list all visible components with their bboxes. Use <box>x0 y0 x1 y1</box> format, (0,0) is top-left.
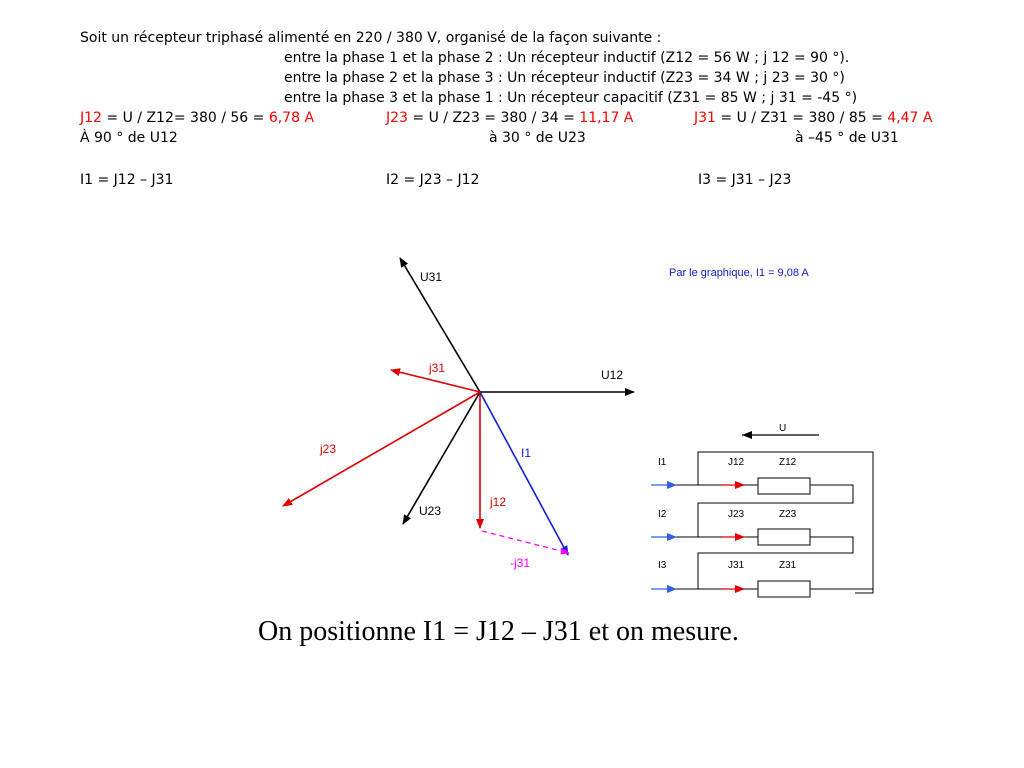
circuit-row1-line: I1 <box>658 457 667 468</box>
label-u12: U12 <box>601 368 624 382</box>
circuit-row3-line: I3 <box>658 560 667 571</box>
receiver-line-3: entre la phase 3 et la phase 1 : Un réce… <box>284 90 858 106</box>
label-neg-j31: -j31 <box>510 556 531 570</box>
vector-u23 <box>402 391 481 525</box>
vector-j23 <box>282 391 481 507</box>
circuit-row1-impedance: Z12 <box>779 457 797 468</box>
u-arrowhead <box>742 431 752 439</box>
impedance-z12 <box>757 477 811 495</box>
j31-result: 4,47 A <box>887 110 933 126</box>
circuit-row3-current: J31 <box>728 560 745 571</box>
equation-i2: I2 = J23 – J12 <box>386 172 480 188</box>
angle-j12: À 90 ° de U12 <box>80 130 178 146</box>
j12-name: J12 <box>80 110 102 126</box>
j12-result: 6,78 A <box>268 110 315 126</box>
label-j12: j12 <box>490 495 507 509</box>
angle-j31: à –45 ° de U31 <box>795 130 899 146</box>
vector-neg-j31 <box>481 530 570 555</box>
angle-j23: à 30 ° de U23 <box>489 130 586 146</box>
receiver-line-2: entre la phase 2 et la phase 3 : Un réce… <box>284 70 845 86</box>
circuit-row2-line: I2 <box>658 509 667 520</box>
vector-j31 <box>390 368 481 393</box>
j12-formula: = U / Z12= 380 / 56 = <box>101 110 269 126</box>
wire-top <box>697 451 874 594</box>
calc-j23: J23 = U / Z23 = 380 / 34 = 11,17 A <box>386 108 633 128</box>
label-u31: U31 <box>420 270 443 284</box>
j31-formula: = U / Z31 = 380 / 85 = <box>715 110 888 126</box>
intro-text: Soit un récepteur triphasé alimenté en 2… <box>80 30 662 46</box>
wire-row2-right <box>697 536 854 589</box>
circuit-u-label: U <box>779 423 787 434</box>
j23-name: J23 <box>386 110 408 126</box>
j31-name: J31 <box>694 110 716 126</box>
impedance-z23 <box>757 528 811 546</box>
label-i1: I1 <box>521 446 532 460</box>
circuit-row2-impedance: Z23 <box>779 509 797 520</box>
label-u23: U23 <box>419 504 442 518</box>
vector-u31 <box>399 257 481 393</box>
graph-note: Par le graphique, I1 = 9,08 A <box>669 267 809 279</box>
caption: On positionne I1 = J12 – J31 et on mesur… <box>258 616 739 647</box>
calc-j31: J31 = U / Z31 = 380 / 85 = 4,47 A <box>694 108 932 128</box>
equation-i1: I1 = J12 – J31 <box>80 172 174 188</box>
vector-i1 <box>479 391 569 556</box>
receiver-line-1: entre la phase 1 et la phase 2 : Un réce… <box>284 50 850 66</box>
circuit-row2-current: J23 <box>728 509 745 520</box>
circuit-row1-current: J12 <box>728 457 745 468</box>
label-j31: j31 <box>429 361 446 375</box>
circuit-row3-impedance: Z31 <box>779 560 797 571</box>
calc-j12: J12 = U / Z12= 380 / 56 = 6,78 A <box>80 108 314 128</box>
wire-row1-right <box>697 484 854 537</box>
impedance-z31 <box>757 580 811 598</box>
equation-i3: I3 = J31 – J23 <box>698 172 792 188</box>
j23-formula: = U / Z23 = 380 / 34 = <box>407 110 580 126</box>
j23-result: 11,17 A <box>579 110 634 126</box>
label-j23: j23 <box>320 442 337 456</box>
